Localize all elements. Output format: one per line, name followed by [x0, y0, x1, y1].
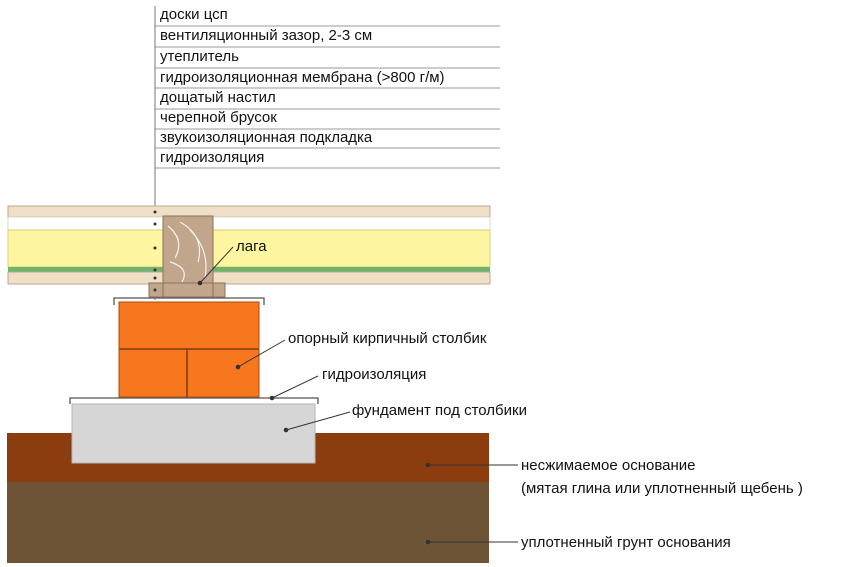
- legend-item-cement-boards: доски цсп: [160, 6, 228, 23]
- legend-item-ventilation-gap: вентиляционный зазор, 2-3 см: [160, 27, 373, 44]
- foundation-block: [71, 403, 316, 464]
- legend-item-soundproof-pad: звукоизоляционная подкладка: [160, 129, 373, 146]
- legend-item-cranial-bar: черепной брусок: [160, 109, 277, 126]
- compacted-soil-layer: [7, 482, 489, 563]
- foundation-waterproofing-line: [69, 397, 319, 404]
- joist-beam: [148, 215, 226, 298]
- legend-item-membrane: гидроизоляционная мембрана (>800 г/м): [160, 69, 445, 86]
- callout-foundation: фундамент под столбики: [352, 402, 527, 419]
- callout-compacted-soil: уплотненный грунт основания: [521, 534, 731, 551]
- callout-base-materials: (мятая глина или уплотненный щебень ): [521, 480, 803, 497]
- legend-item-waterproofing: гидроизоляция: [160, 149, 265, 166]
- callout-brick-pillar: опорный кирпичный столбик: [288, 330, 487, 347]
- legend-table-lines: [154, 6, 500, 300]
- legend-item-plank-decking: дощатый настил: [160, 89, 276, 106]
- floor-structure: [7, 205, 491, 285]
- legend-item-insulation: утеплитель: [160, 48, 239, 65]
- legend-stem-ticks: [153, 210, 157, 292]
- pillar-waterproofing-line: [113, 297, 265, 305]
- callout-pillar-waterproofing: гидроизоляция: [322, 366, 427, 383]
- callout-incompressible-base: несжимаемое основание: [521, 457, 696, 474]
- brick-pillar: [118, 301, 260, 398]
- callout-leaders: [197, 246, 518, 545]
- callout-joist: лага: [236, 238, 267, 255]
